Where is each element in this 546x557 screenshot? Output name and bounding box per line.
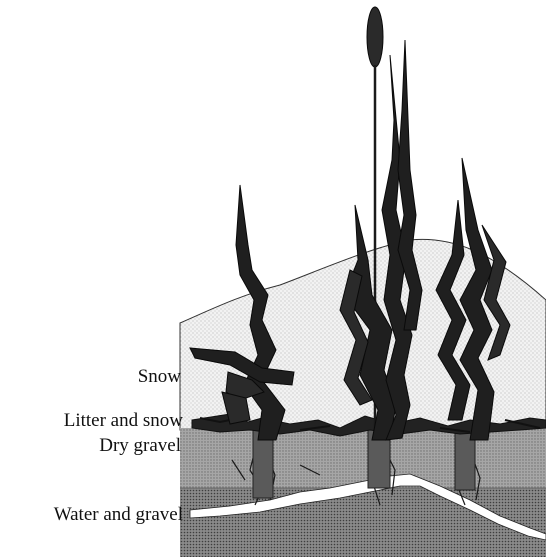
dry-gravel-layer <box>180 428 546 490</box>
cattail-head <box>367 7 383 67</box>
label-dry-gravel: Dry gravel <box>99 436 181 455</box>
water-gravel-layer <box>180 488 546 557</box>
label-litter-and-snow: Litter and snow <box>64 411 183 430</box>
label-water-and-gravel: Water and gravel <box>54 505 183 524</box>
label-snow: Snow <box>138 367 181 386</box>
